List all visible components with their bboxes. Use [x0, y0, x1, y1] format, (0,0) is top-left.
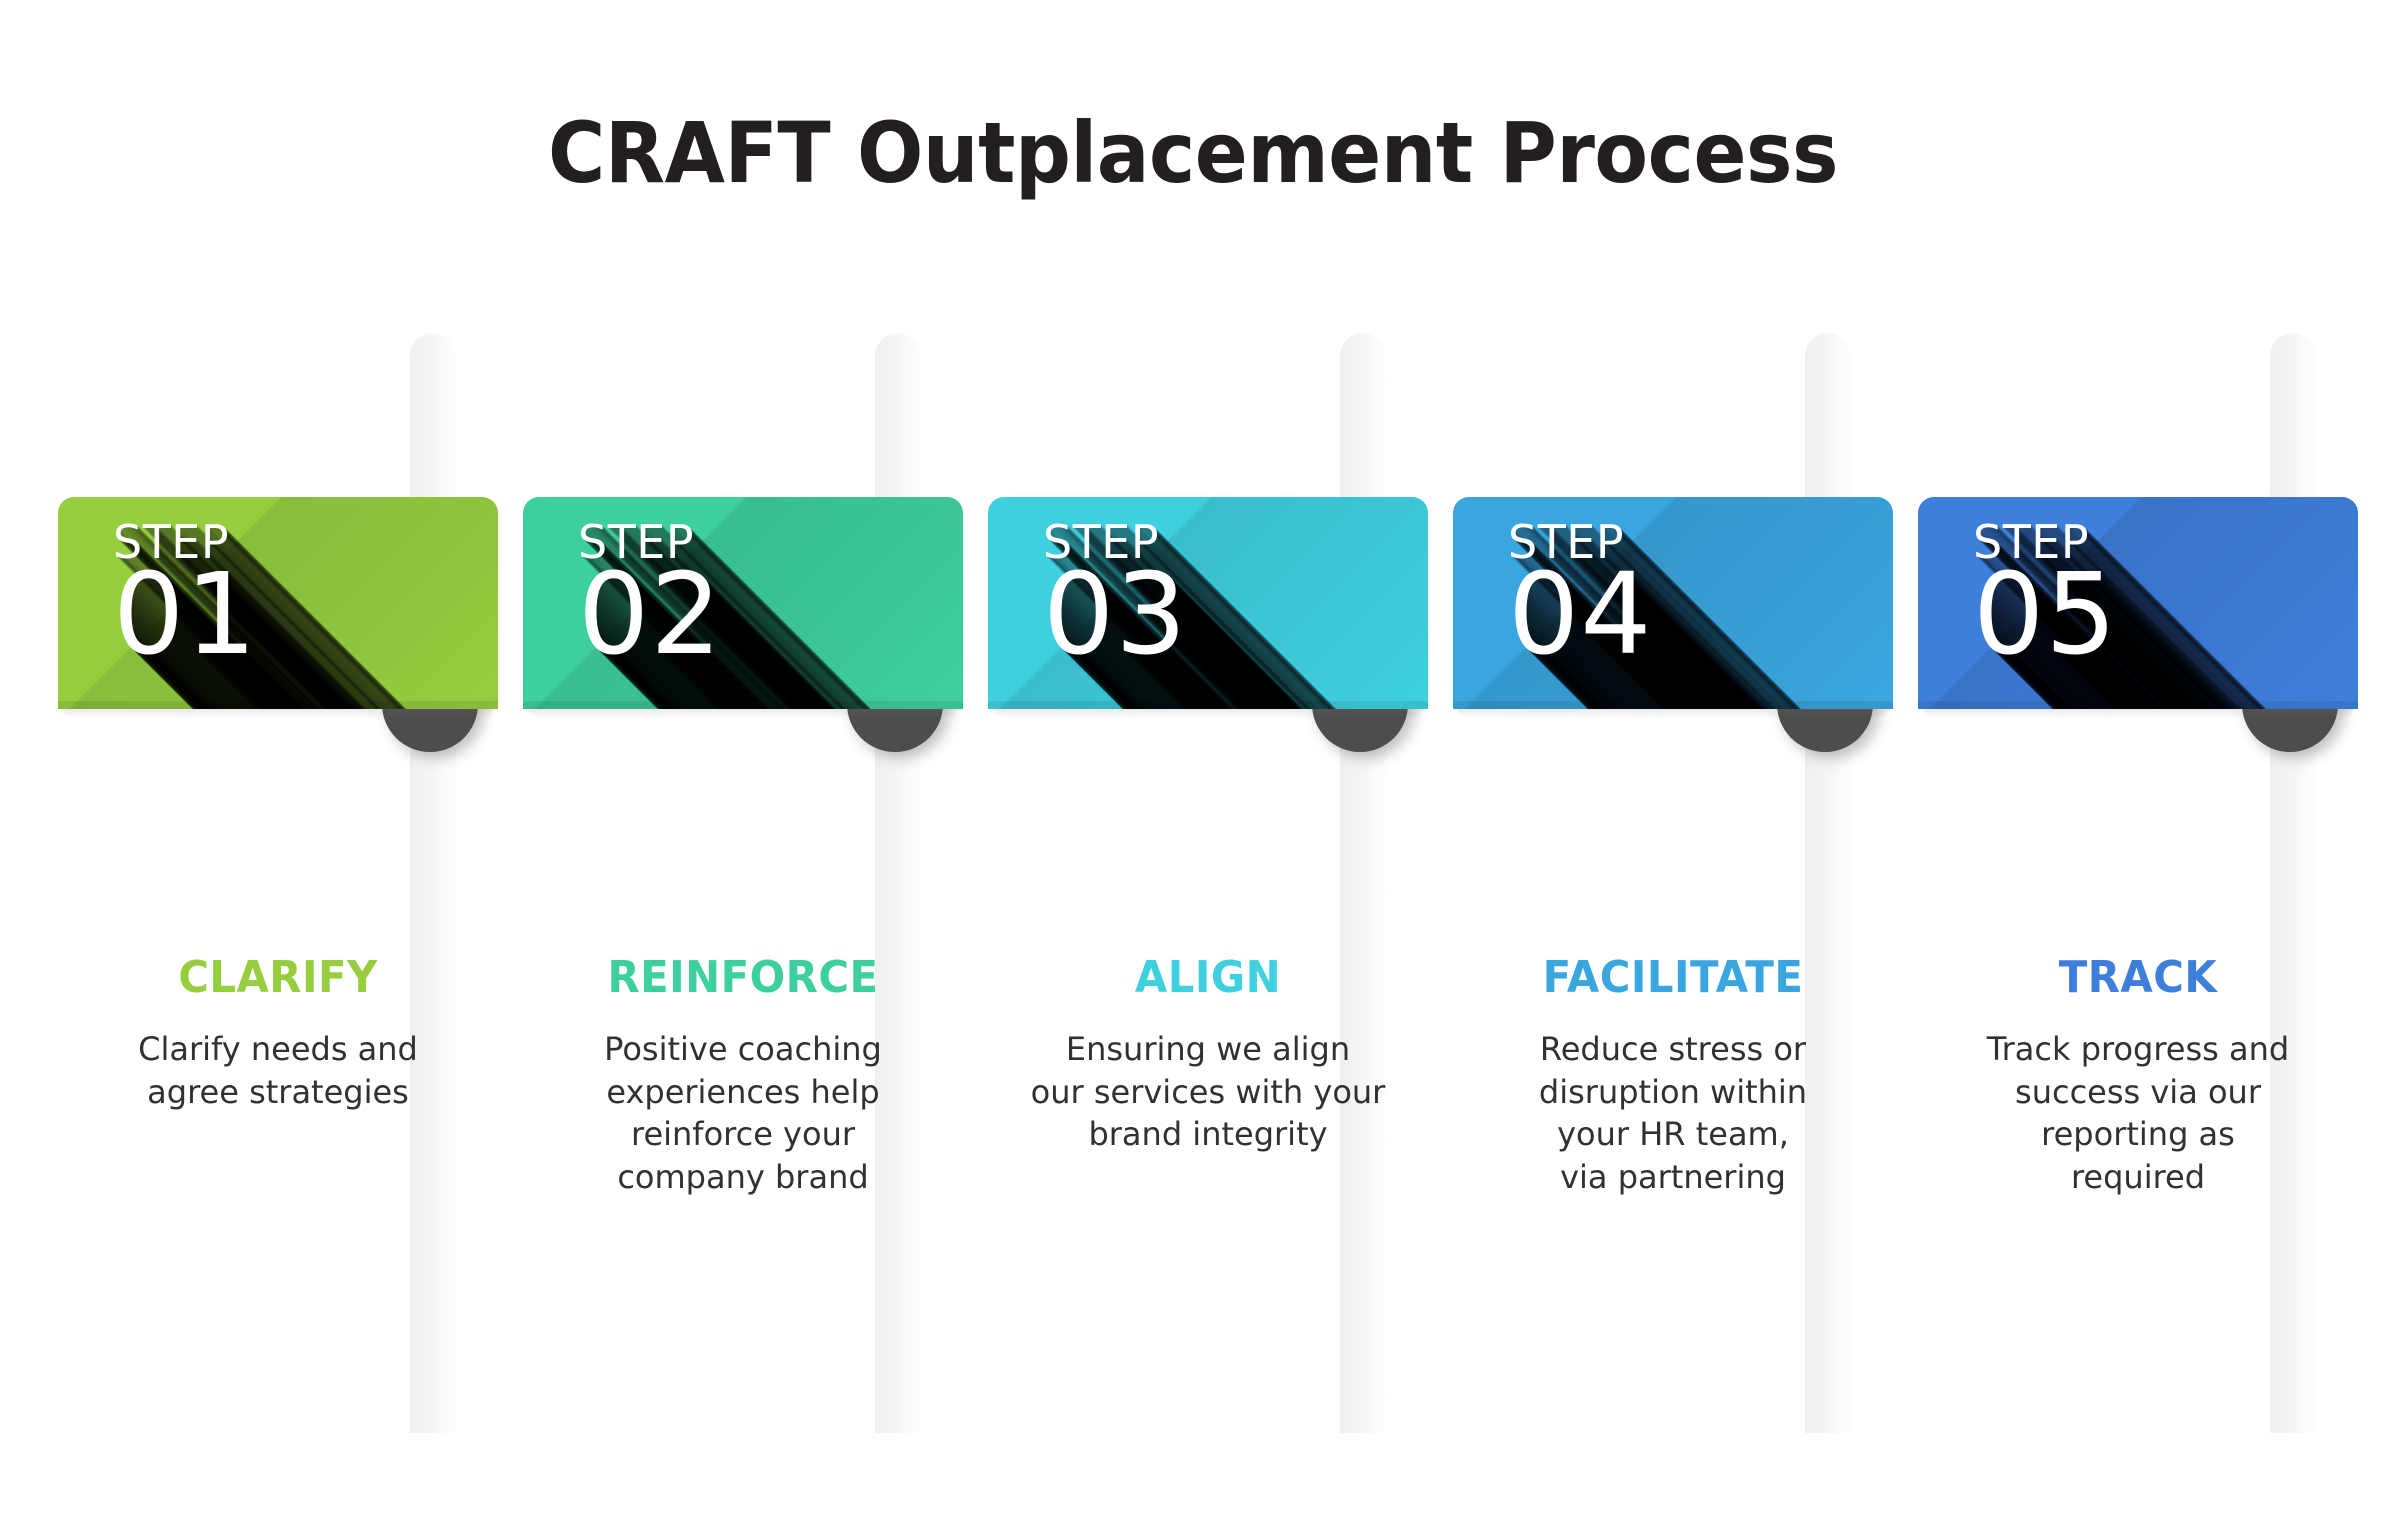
ribbon-inner: STEP01STEP01	[58, 497, 498, 709]
ribbon-inner: STEP04STEP04	[1453, 497, 1893, 709]
step-column-3: STEP03STEP03ALIGN Ensuring we align our s…	[988, 0, 1450, 1521]
step-number-4: 04	[1508, 550, 1653, 680]
step-label-5: STEP	[1973, 515, 2090, 569]
step-column-5: STEP05STEP05TRACK Track progress and succ…	[1918, 0, 2380, 1521]
step-number-2: 02	[578, 550, 723, 680]
ribbon-inner: STEP02STEP02	[523, 497, 963, 709]
step-number-5: 05	[1973, 550, 2118, 680]
page-title: CRAFT Outplacement Process	[547, 104, 1839, 203]
step-description-3: Ensuring we align our services with your…	[1030, 1030, 1386, 1154]
ribbon-inner: STEP05STEP05	[1918, 497, 2358, 709]
step-heading-4: FACILITATE	[1542, 952, 1804, 1003]
step-label-3: STEP	[1043, 515, 1160, 569]
step-description-4: Reduce stress or disruption within your …	[1538, 1030, 1808, 1196]
step-card-5[interactable]: STEP05STEP05	[1918, 497, 2358, 787]
ribbon-inner: STEP03STEP03	[988, 497, 1428, 709]
step-label-2: STEP	[578, 515, 695, 569]
step-description-1: Clarify needs and agree strategies	[138, 1030, 418, 1111]
step-heading-1: CLARIFY	[178, 952, 378, 1003]
step-number-1: 01	[113, 550, 258, 680]
step-heading-2: REINFORCE	[607, 952, 879, 1003]
step-ribbon-4: STEP04STEP04	[1453, 497, 1893, 709]
step-card-3[interactable]: STEP03STEP03	[988, 497, 1428, 787]
step-label-1: STEP	[113, 515, 230, 569]
step-label-4: STEP	[1508, 515, 1625, 569]
step-column-2: STEP02STEP02REINFORCE Positive coaching e…	[523, 0, 985, 1521]
step-ribbon-5: STEP05STEP05	[1918, 497, 2358, 709]
step-ribbon-2: STEP02STEP02	[523, 497, 963, 709]
step-number-3: 03	[1043, 550, 1188, 680]
step-card-2[interactable]: STEP02STEP02	[523, 497, 963, 787]
step-column-4: STEP04STEP04FACILITATE Reduce stress or d…	[1453, 0, 1915, 1521]
step-card-1[interactable]: STEP01STEP01	[58, 497, 498, 787]
step-card-4[interactable]: STEP04STEP04	[1453, 497, 1893, 787]
step-ribbon-1: STEP01STEP01	[58, 497, 498, 709]
step-description-2: Positive coaching experiences help reinf…	[604, 1030, 882, 1196]
step-column-1: STEP01STEP01CLARIFY Clarify needs and agr…	[58, 0, 520, 1521]
step-heading-5: TRACK	[2058, 952, 2218, 1003]
step-ribbon-3: STEP03STEP03	[988, 497, 1428, 709]
step-heading-3: ALIGN	[1134, 952, 1282, 1003]
step-description-5: Track progress and success via our repor…	[1986, 1030, 2290, 1196]
